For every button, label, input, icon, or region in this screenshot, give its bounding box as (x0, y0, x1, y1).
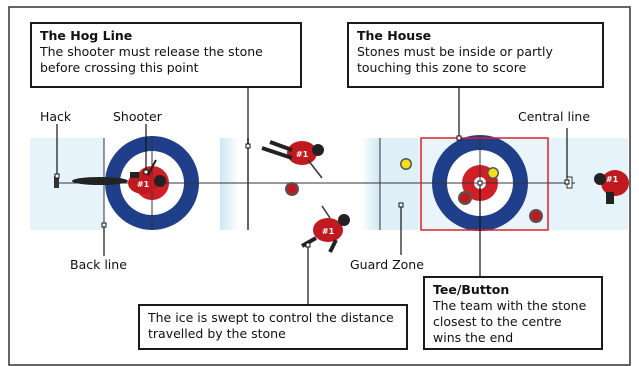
house-callout: The House Stones must be inside or partl… (347, 22, 604, 88)
back-line-label: Back line (70, 257, 127, 272)
hog-line-title: The Hog Line (40, 28, 292, 44)
hog-line-callout: The Hog Line The shooter must release th… (30, 22, 302, 88)
stone-red-back (529, 209, 543, 223)
guard-zone-label: Guard Zone (350, 257, 424, 272)
sweep-body: The ice is swept to control the distance… (148, 310, 398, 342)
tee-body: The team with the stone closest to the c… (433, 298, 593, 346)
hack-label: Hack (40, 109, 71, 124)
stone-red-travelling (285, 182, 299, 196)
sweeper-top-number: #1 (296, 150, 309, 159)
central-line-label: Central line (518, 109, 590, 124)
tee-title: Tee/Button (433, 282, 593, 298)
sweep-callout: The ice is swept to control the distance… (138, 304, 408, 350)
house-title: The House (357, 28, 594, 44)
stone-yellow-guard (400, 158, 412, 170)
stone-yellow-house (487, 167, 499, 179)
stone-red-house-left (458, 191, 472, 205)
house-body: Stones must be inside or partly touching… (357, 44, 594, 76)
skip-number: #1 (606, 175, 619, 184)
tee-callout: Tee/Button The team with the stone close… (423, 276, 603, 350)
hog-line-body: The shooter must release the stone befor… (40, 44, 292, 76)
sweeper-bottom-number: #1 (322, 227, 335, 236)
shooter-number: #1 (137, 180, 150, 189)
shooter-label: Shooter (113, 109, 162, 124)
